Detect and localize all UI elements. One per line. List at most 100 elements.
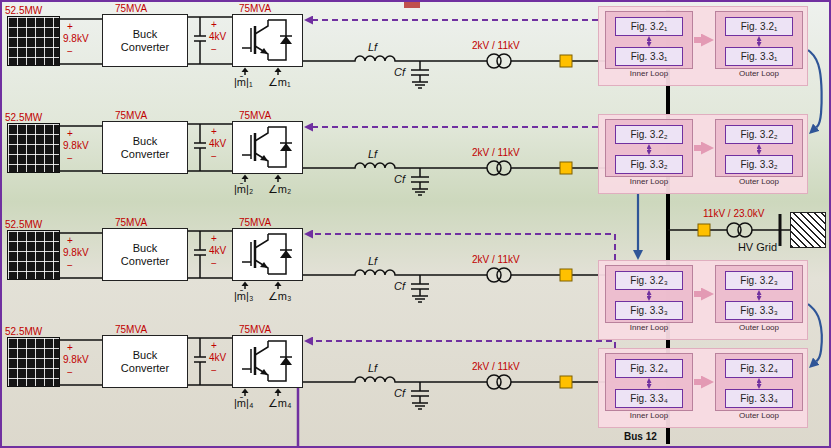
- loop-arrow: [694, 379, 701, 385]
- polarity-sign: +: [211, 126, 217, 138]
- polarity-sign: +: [211, 233, 217, 245]
- filter-inductor: Lf: [368, 148, 377, 160]
- control-signal-arrow: [313, 126, 598, 128]
- figure-box: Fig. 3.2₂: [615, 125, 683, 144]
- loop-group: Outer LoopFig. 3.2₄Fig. 3.3₄: [715, 353, 803, 411]
- control-panel: Inner LoopFig. 3.2₄Fig. 3.3₄Outer LoopFi…: [598, 348, 808, 428]
- panel-fill: [715, 265, 803, 323]
- voltage-rating: 4kV: [209, 138, 226, 150]
- figure-reference: Fig. 3.2₁: [631, 20, 668, 33]
- loop-group: Outer LoopFig. 3.2₁Fig. 3.3₁: [715, 11, 803, 69]
- figure-reference: Fig. 3.3₁: [631, 50, 668, 63]
- power-wire: [188, 16, 232, 18]
- figure-reference: Fig. 3.2₄: [630, 362, 667, 375]
- pv-array: 52.5MW: [7, 230, 60, 280]
- panel-fill: [605, 353, 693, 411]
- transformer-rating: 2kV / 11kV: [472, 254, 520, 266]
- figure-reference: Fig. 3.3₂: [740, 158, 777, 171]
- figure-reference: Fig. 3.2₂: [740, 128, 777, 141]
- figure-reference: Fig. 3.2₄: [740, 362, 777, 375]
- modulation-index: |m̄|₂: [234, 183, 253, 195]
- polarity-sign: +: [67, 128, 73, 140]
- figure-link-arrow: [758, 383, 760, 384]
- figure-link-arrow: [758, 41, 760, 42]
- figure-box: Fig. 3.3₂: [615, 155, 683, 174]
- panel-fill: [605, 119, 693, 177]
- sequence-arrow: [808, 304, 822, 361]
- power-rating: 75MVA: [239, 324, 271, 335]
- figure-box: Fig. 3.3₃: [615, 301, 683, 320]
- loop-group: Inner LoopFig. 3.2₂Fig. 3.3₂: [605, 119, 693, 177]
- figure-reference: Fig. 3.3₃: [630, 304, 667, 317]
- control-signal-arrow: [313, 234, 615, 260]
- figure-box: Fig. 3.2₂: [725, 125, 793, 144]
- figure-box: Fig. 3.3₁: [725, 47, 793, 66]
- figure-box: Fig. 3.3₃: [725, 301, 793, 320]
- bus-label: Bus 12: [624, 431, 657, 443]
- polarity-sign: −: [211, 151, 217, 163]
- figure-box: Fig. 3.2₄: [725, 359, 793, 378]
- figure-reference: Fig. 3.2₂: [630, 128, 667, 141]
- loop-arrow: [694, 291, 701, 297]
- power-wire: [60, 232, 102, 234]
- polarity-sign: −: [67, 153, 73, 165]
- power-rating: 52.5MW: [5, 219, 42, 230]
- loop-arrow: [694, 37, 701, 43]
- filter-capacitor: Cf: [394, 66, 405, 78]
- loop-group: Inner LoopFig. 3.2₁Fig. 3.3₁: [605, 11, 693, 69]
- power-wire: [188, 230, 232, 232]
- figure-reference: Fig. 3.2₁: [741, 20, 778, 33]
- sequence-arrow: [808, 50, 822, 127]
- filter-capacitor: Cf: [394, 280, 405, 292]
- panel-fill: [598, 6, 808, 86]
- loop-group: Outer LoopFig. 3.2₂Fig. 3.3₂: [715, 119, 803, 177]
- polarity-sign: +: [67, 21, 73, 33]
- polarity-sign: −: [67, 260, 73, 272]
- figure-link-arrow: [758, 149, 760, 150]
- figure-box: Fig. 3.2₃: [725, 271, 793, 290]
- loop-group: Inner LoopFig. 3.2₄Fig. 3.3₄: [605, 353, 693, 411]
- polarity-sign: −: [67, 46, 73, 58]
- panel-fill: [715, 11, 803, 69]
- polarity-sign: +: [211, 19, 217, 31]
- polarity-sign: +: [211, 340, 217, 352]
- voltage-rating: 9.8kV: [63, 140, 89, 152]
- figure-reference: Fig. 3.3₄: [630, 392, 667, 405]
- loop-label: Inner Loop: [606, 69, 692, 79]
- buck-converter: 75MVABuck Converter: [102, 228, 188, 281]
- control-signal-arrow: [313, 341, 615, 348]
- filter-capacitor: Cf: [394, 173, 405, 185]
- power-rating: 52.5MW: [5, 112, 42, 123]
- loop-group: Outer LoopFig. 3.2₃Fig. 3.3₃: [715, 265, 803, 323]
- panel-fill: [605, 265, 693, 323]
- buck-converter: 75MVABuck Converter: [102, 14, 188, 67]
- figure-link-arrow: [648, 41, 650, 42]
- figure-reference: Fig. 3.3₂: [630, 158, 667, 171]
- figure-box: Fig. 3.2₁: [725, 17, 793, 36]
- inverter-box: 75MVA: [232, 14, 303, 67]
- modulation-angle: ∠m₃: [268, 290, 292, 302]
- pv-array: 52.5MW: [7, 16, 60, 66]
- power-wire: [188, 123, 232, 125]
- loop-label: Outer Loop: [716, 69, 802, 79]
- polarity-sign: −: [67, 367, 73, 379]
- voltage-rating: 4kV: [209, 31, 226, 43]
- loop-arrow: [694, 145, 701, 151]
- loop-label: Outer Loop: [716, 323, 802, 333]
- loop-label: Outer Loop: [716, 411, 802, 421]
- figure-reference: Fig. 3.3₁: [741, 50, 778, 63]
- panel-fill: [598, 348, 808, 428]
- figure-reference: Fig. 3.3₄: [740, 392, 777, 405]
- converter-label: Buck Converter: [113, 28, 177, 54]
- figure-box: Fig. 3.2₃: [615, 271, 683, 290]
- buck-converter: 75MVABuck Converter: [102, 121, 188, 174]
- figure-link-arrow: [648, 295, 650, 296]
- panel-fill: [715, 353, 803, 411]
- filter-inductor: Lf: [368, 362, 377, 374]
- voltage-rating: 9.8kV: [63, 247, 89, 259]
- power-wire: [60, 18, 102, 20]
- modulation-angle: ∠m₂: [268, 183, 291, 195]
- figure-box: Fig. 3.2₄: [615, 359, 683, 378]
- filter-inductor: Lf: [368, 255, 377, 267]
- figure-box: Fig. 3.3₂: [725, 155, 793, 174]
